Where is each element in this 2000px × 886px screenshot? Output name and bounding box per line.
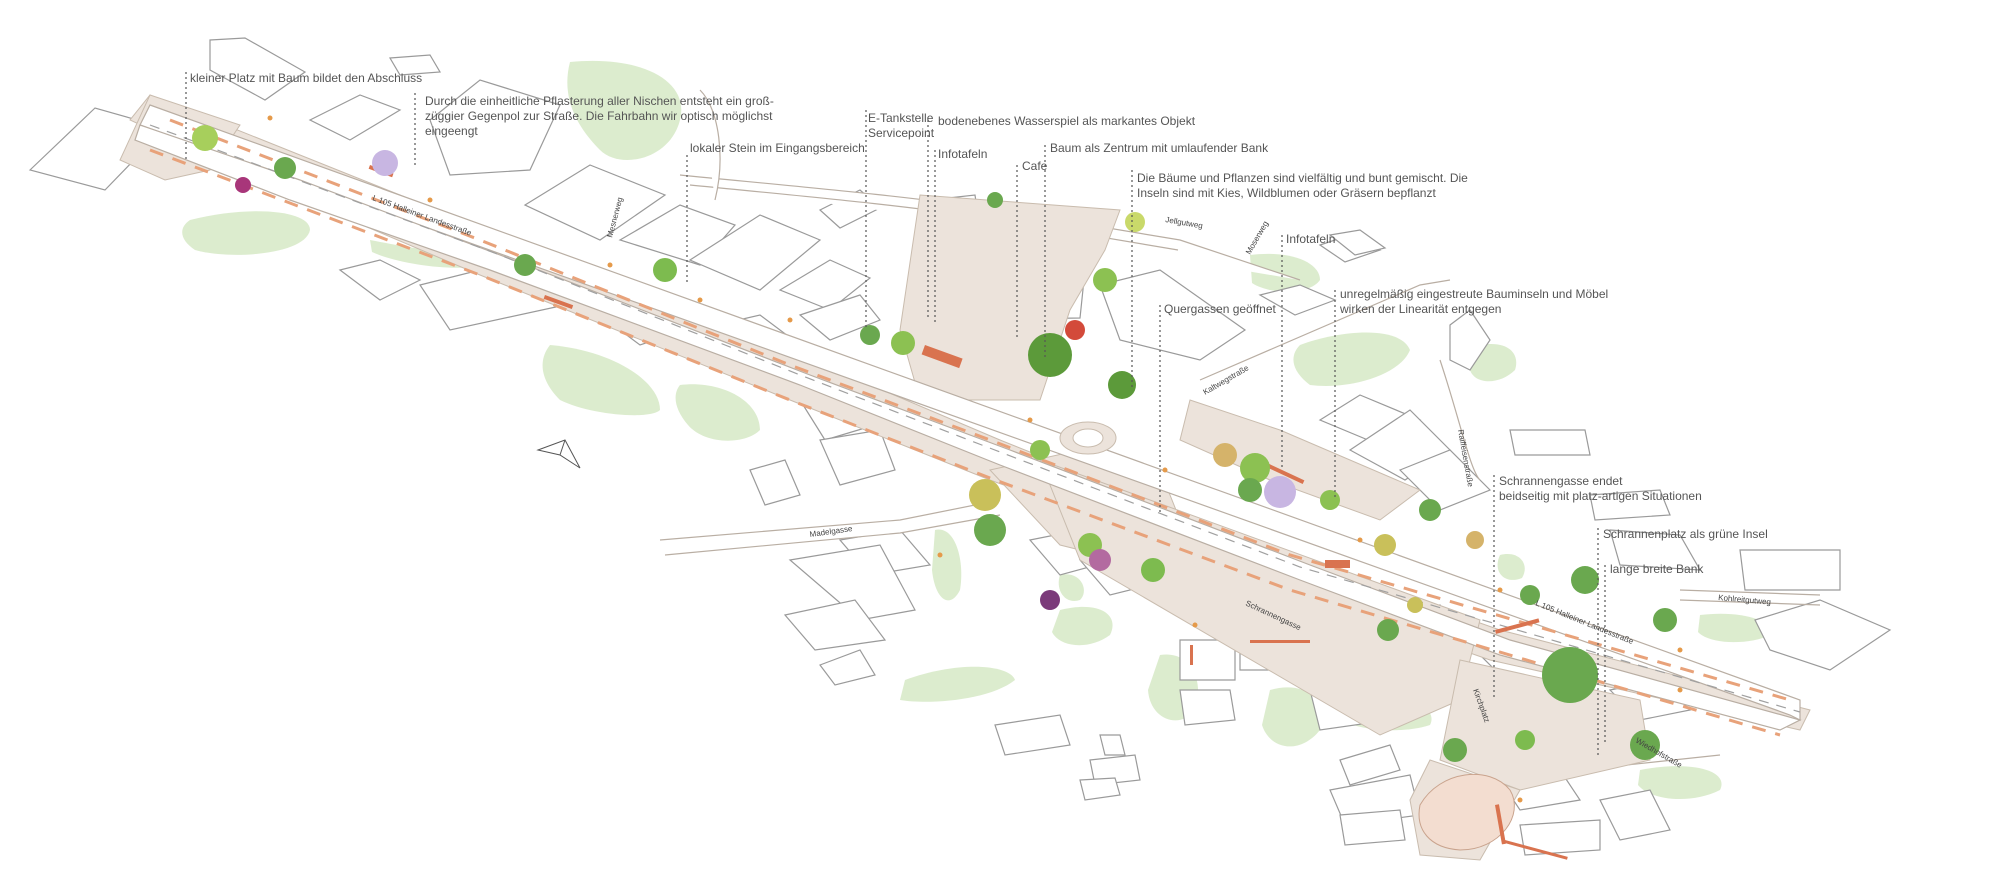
annotation-quergassen: Quergassen geöffnet xyxy=(1164,302,1277,316)
annotations: kleiner Platz mit Baum bildet den Abschl… xyxy=(190,71,1768,576)
main-road xyxy=(134,104,1802,737)
annotation-tankstelle: E-Tankstelle xyxy=(868,111,934,125)
accent-bars xyxy=(368,164,1568,860)
annotation-schrannengasse-1: Schrannengasse endet xyxy=(1499,474,1623,488)
annotation-bauminseln-1: unregelmäßig eingestreute Bauminseln und… xyxy=(1340,287,1608,301)
trees xyxy=(192,125,1677,762)
lamps xyxy=(267,115,1683,803)
annotation-schrannengasse-2: beidseitig mit platz-artigen Situationen xyxy=(1499,489,1702,503)
annotation-cafe: Cafe xyxy=(1022,159,1048,173)
annotation-pflanzen-2: Inseln sind mit Kies, Wildblumen oder Gr… xyxy=(1137,186,1436,200)
annotation-pflasterung-1: Durch die einheitliche Pflasterung aller… xyxy=(425,94,774,108)
street-label-kohlreitgutweg: Kohlreitgutweg xyxy=(1718,593,1772,607)
annotation-schrannenplatz: Schrannenplatz als grüne Insel xyxy=(1603,527,1768,541)
annotation-infotafeln-1: Infotafeln xyxy=(938,147,987,161)
annotation-stein: lokaler Stein im Eingangsbereich xyxy=(690,141,865,155)
north-arrow-icon xyxy=(536,439,581,469)
annotation-bank: lange breite Bank xyxy=(1610,562,1704,576)
annotation-servicepoint: Servicepoint xyxy=(868,126,935,140)
annotation-pflanzen-1: Die Bäume und Pflanzen sind vielfältig u… xyxy=(1137,171,1468,185)
annotation-bauminseln-2: wirken der Linearität entgegen xyxy=(1339,302,1501,316)
street-label-moserweg: Moserweg xyxy=(1244,220,1270,256)
annotation-infotafeln-2: Infotafeln xyxy=(1286,232,1335,246)
leader-lines xyxy=(185,72,1606,755)
annotation-pflasterung-2: züggier Gegenpol zur Straße. Die Fahrbah… xyxy=(425,109,773,123)
street-label-jellgutweg: Jellgutweg xyxy=(1165,215,1204,230)
circles xyxy=(1059,421,1515,851)
annotation-wasserspiel: bodenebenes Wasserspiel als markantes Ob… xyxy=(938,114,1196,128)
annotation-abschluss: kleiner Platz mit Baum bildet den Abschl… xyxy=(190,71,422,85)
annotation-pflasterung-3: eingeengt xyxy=(425,124,478,138)
annotation-baum-zentrum: Baum als Zentrum mit umlaufender Bank xyxy=(1050,141,1269,155)
